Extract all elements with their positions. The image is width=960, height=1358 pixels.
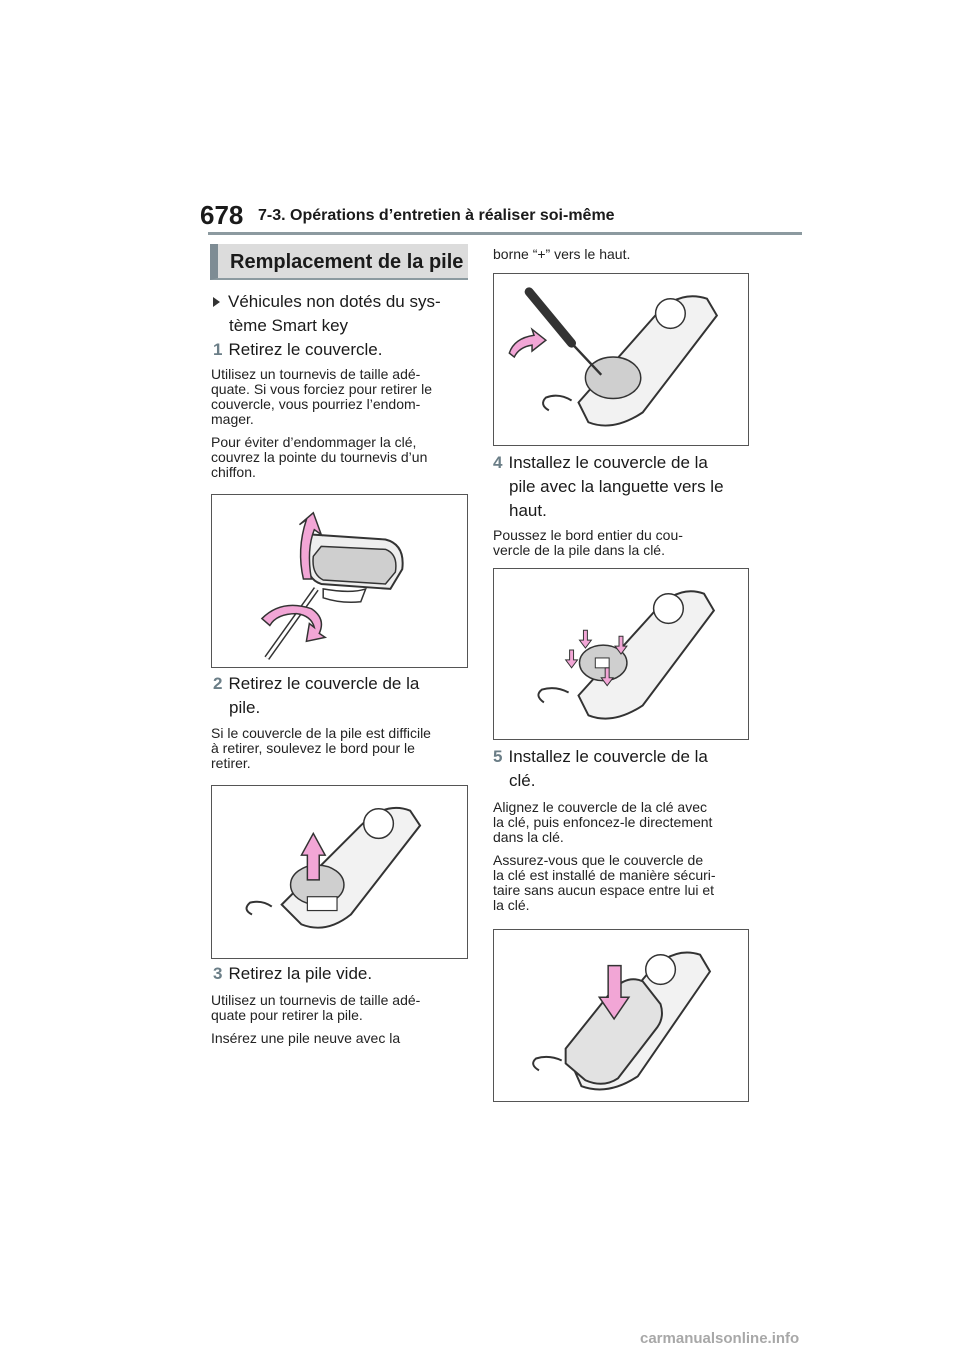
key-install-cover-illustration xyxy=(532,951,712,1091)
page-number: 678 xyxy=(200,200,244,230)
key-battery-cover-illustration xyxy=(245,806,422,929)
step-2-note: Si le couvercle de la pile est difficile… xyxy=(211,725,431,771)
chapter-title: 7-3. Opérations d’entretien à réaliser s… xyxy=(258,207,615,224)
key-install-battery-cover-illustration xyxy=(537,590,716,720)
figure-install-battery-cover xyxy=(493,568,749,740)
watermark: carmanualsonline.info xyxy=(640,1330,800,1347)
step-3-note-1: Utilisez un tournevis de taille adé-quat… xyxy=(211,992,421,1023)
header-rule xyxy=(208,232,802,235)
condition-line-2: tème Smart key xyxy=(229,316,349,335)
section-title: Remplacement de la pile xyxy=(230,251,464,273)
step-3-note-continuation: borne “+” vers le haut. xyxy=(493,246,631,262)
condition-line-1: Véhicules non dotés du sys- xyxy=(228,292,441,311)
step-3-note-2: Insérez une pile neuve avec la xyxy=(211,1030,401,1046)
figure-remove-battery xyxy=(493,273,749,446)
section-header: Remplacement de la pile xyxy=(210,244,468,280)
step-1-note-2: Pour éviter d’endommager la clé,couvrez … xyxy=(211,434,428,480)
step-4-note: Poussez le bord entier du cou-vercle de … xyxy=(493,527,683,558)
condition-note: Véhicules non dotés du sys- tème Smart k… xyxy=(213,290,471,338)
triangle-bullet-icon xyxy=(213,296,220,307)
key-remove-battery-illustration xyxy=(508,287,719,427)
figure-remove-cover xyxy=(211,494,468,668)
step-1-note-1: Utilisez un tournevis de taille adé-quat… xyxy=(211,366,432,427)
step-number: 1 xyxy=(213,340,223,359)
figure-install-key-cover xyxy=(493,929,749,1102)
figure-remove-battery-cover xyxy=(211,785,468,959)
key-screwdriver-illustration xyxy=(260,511,404,660)
